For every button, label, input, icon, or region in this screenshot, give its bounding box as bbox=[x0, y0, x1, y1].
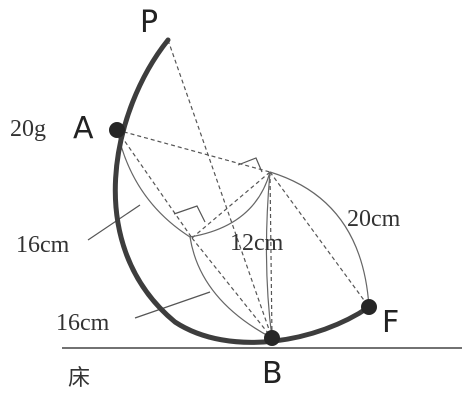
length-label-lower: 16cm bbox=[56, 310, 110, 336]
right-angle-marker-lower bbox=[173, 205, 206, 223]
arc-center-b bbox=[265, 171, 273, 339]
leader-lower-16cm bbox=[134, 291, 211, 319]
swing-arcs bbox=[116, 129, 370, 339]
point-label-a: A bbox=[73, 111, 94, 146]
arc-mid-b bbox=[189, 236, 273, 339]
curved-track bbox=[112, 37, 372, 345]
point-label-f: F bbox=[382, 305, 399, 340]
ball-b bbox=[264, 330, 280, 346]
dashed-mid-center bbox=[191, 171, 271, 239]
length-label-center: 12cm bbox=[230, 230, 284, 256]
point-label-b: B bbox=[262, 356, 283, 391]
dashed-mid-b bbox=[191, 237, 273, 339]
dashed-a-mid bbox=[116, 129, 193, 239]
right-angle-markers bbox=[173, 157, 263, 223]
ball-a bbox=[109, 122, 125, 138]
arc-center-f bbox=[269, 171, 370, 308]
ball-f bbox=[361, 299, 377, 315]
point-label-p: P bbox=[140, 5, 158, 40]
mass-label: 20g bbox=[10, 116, 46, 142]
dashed-a-center bbox=[116, 129, 271, 173]
dashed-center-f bbox=[269, 171, 370, 308]
arc-a-center bbox=[116, 129, 271, 238]
length-label-right: 20cm bbox=[347, 206, 401, 232]
leader-lines bbox=[87, 204, 211, 319]
right-angle-marker-upper bbox=[237, 157, 263, 173]
length-label-upper: 16cm bbox=[16, 232, 70, 258]
floor-label: 床 bbox=[68, 365, 90, 390]
dashed-p-b bbox=[167, 39, 273, 339]
dashed-lines bbox=[116, 39, 370, 339]
leader-upper-16cm bbox=[87, 204, 141, 241]
